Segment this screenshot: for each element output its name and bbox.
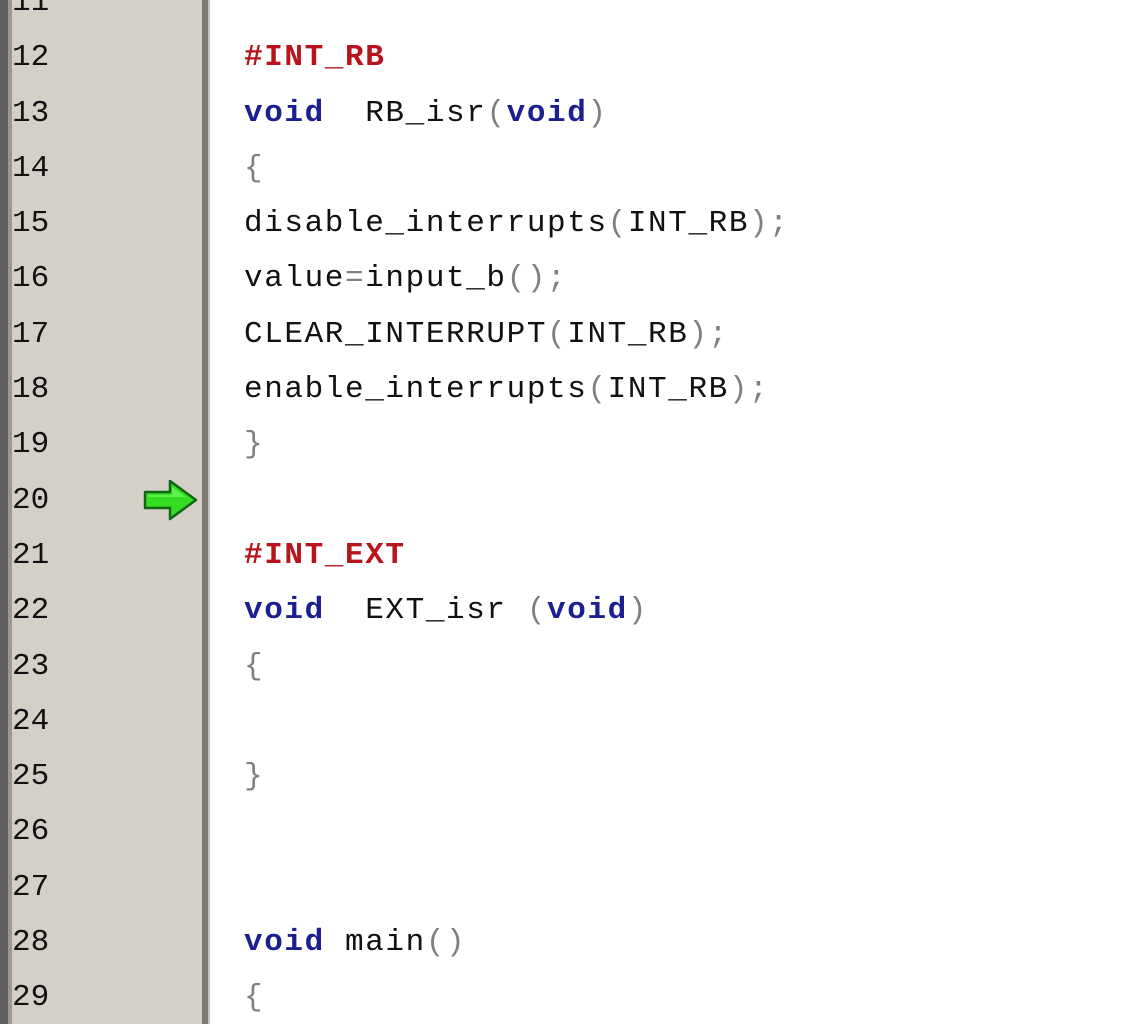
punctuation: ( bbox=[547, 316, 568, 352]
identifier: CLEAR_INTERRUPT bbox=[244, 316, 548, 352]
code-line[interactable]: #INT_EXT bbox=[244, 528, 1138, 583]
line-number: 18 bbox=[12, 372, 50, 408]
keyword: void bbox=[506, 95, 588, 131]
line-number: 12 bbox=[12, 40, 50, 76]
code-line[interactable]: } bbox=[244, 417, 1138, 472]
code-line[interactable]: void main() bbox=[244, 915, 1138, 970]
line-number: 15 bbox=[12, 206, 50, 242]
keyword: void bbox=[244, 925, 325, 961]
operator: = bbox=[345, 261, 366, 297]
punctuation: ( bbox=[607, 206, 628, 242]
window-edge-inner bbox=[8, 0, 12, 1024]
identifier: disable_interrupts bbox=[244, 206, 608, 242]
identifier: enable_interrupts bbox=[244, 372, 588, 408]
function-name: EXT_isr bbox=[324, 593, 527, 629]
punctuation: ); bbox=[749, 206, 790, 242]
line-number: 23 bbox=[12, 648, 50, 684]
code-line[interactable]: disable_interrupts(INT_RB); bbox=[244, 196, 1138, 251]
line-number: 14 bbox=[12, 150, 50, 186]
punctuation: () bbox=[425, 925, 467, 961]
line-number: 25 bbox=[12, 759, 50, 795]
line-numbers: 11 12 13 14 15 16 17 18 19 20 21 22 23 2… bbox=[12, 0, 132, 1024]
line-number: 29 bbox=[12, 980, 50, 1016]
function-name: RB_isr bbox=[324, 95, 487, 131]
line-number: 21 bbox=[12, 537, 50, 573]
identifier: value bbox=[244, 261, 346, 297]
identifier: INT_RB bbox=[567, 316, 689, 352]
keyword: void bbox=[244, 95, 325, 131]
gutter-divider bbox=[202, 0, 208, 1024]
code-line[interactable]: { bbox=[244, 639, 1138, 694]
punctuation: ( bbox=[526, 593, 548, 629]
line-number: 11 bbox=[12, 0, 50, 20]
code-line[interactable]: { bbox=[244, 141, 1138, 196]
code-line[interactable]: { bbox=[244, 970, 1138, 1024]
preprocessor-directive: #INT_RB bbox=[244, 40, 386, 76]
line-number: 28 bbox=[12, 925, 50, 961]
code-line[interactable]: enable_interrupts(INT_RB); bbox=[244, 362, 1138, 417]
line-number: 19 bbox=[12, 427, 50, 463]
line-number: 27 bbox=[12, 869, 50, 905]
punctuation: ( bbox=[587, 372, 608, 408]
window-edge bbox=[0, 0, 8, 1024]
identifier: INT_RB bbox=[607, 372, 729, 408]
line-number: 13 bbox=[12, 95, 50, 131]
line-number: 20 bbox=[12, 482, 50, 518]
line-number: 16 bbox=[12, 261, 50, 297]
green-arrow-icon[interactable] bbox=[142, 478, 200, 522]
line-number: 22 bbox=[12, 593, 50, 629]
keyword: void bbox=[547, 593, 628, 629]
gutter-divider-highlight bbox=[208, 0, 210, 1024]
code-line[interactable]: #INT_RB bbox=[244, 30, 1138, 85]
code-line[interactable]: CLEAR_INTERRUPT(INT_RB); bbox=[244, 307, 1138, 362]
line-number: 26 bbox=[12, 814, 50, 850]
code-line[interactable] bbox=[244, 804, 1138, 859]
line-number: 24 bbox=[12, 703, 50, 739]
punctuation: ); bbox=[728, 372, 770, 408]
code-line-current[interactable] bbox=[244, 473, 1138, 528]
punctuation: (); bbox=[506, 261, 568, 297]
identifier: INT_RB bbox=[627, 206, 750, 242]
code-line[interactable]: } bbox=[244, 749, 1138, 804]
preprocessor-directive: #INT_EXT bbox=[244, 537, 406, 573]
line-number: 17 bbox=[12, 316, 50, 352]
punctuation: ( bbox=[486, 95, 507, 131]
brace: { bbox=[244, 980, 265, 1016]
code-line[interactable]: value=input_b(); bbox=[244, 251, 1138, 306]
brace: { bbox=[244, 150, 265, 186]
code-line[interactable]: void RB_isr(void) bbox=[244, 86, 1138, 141]
identifier: input_b bbox=[365, 261, 507, 297]
code-area[interactable]: #INT_RB void RB_isr(void) { disable_inte… bbox=[244, 0, 1138, 1024]
function-name: main bbox=[324, 925, 426, 961]
code-line[interactable] bbox=[244, 860, 1138, 915]
code-line[interactable] bbox=[244, 0, 1138, 30]
keyword: void bbox=[244, 593, 325, 629]
brace: { bbox=[244, 648, 265, 684]
punctuation: ) bbox=[587, 95, 608, 131]
brace: } bbox=[244, 759, 265, 795]
code-line[interactable]: void EXT_isr (void) bbox=[244, 583, 1138, 638]
brace: } bbox=[244, 427, 265, 463]
code-line[interactable] bbox=[244, 694, 1138, 749]
punctuation: ) bbox=[627, 593, 649, 629]
punctuation: ); bbox=[688, 316, 729, 352]
